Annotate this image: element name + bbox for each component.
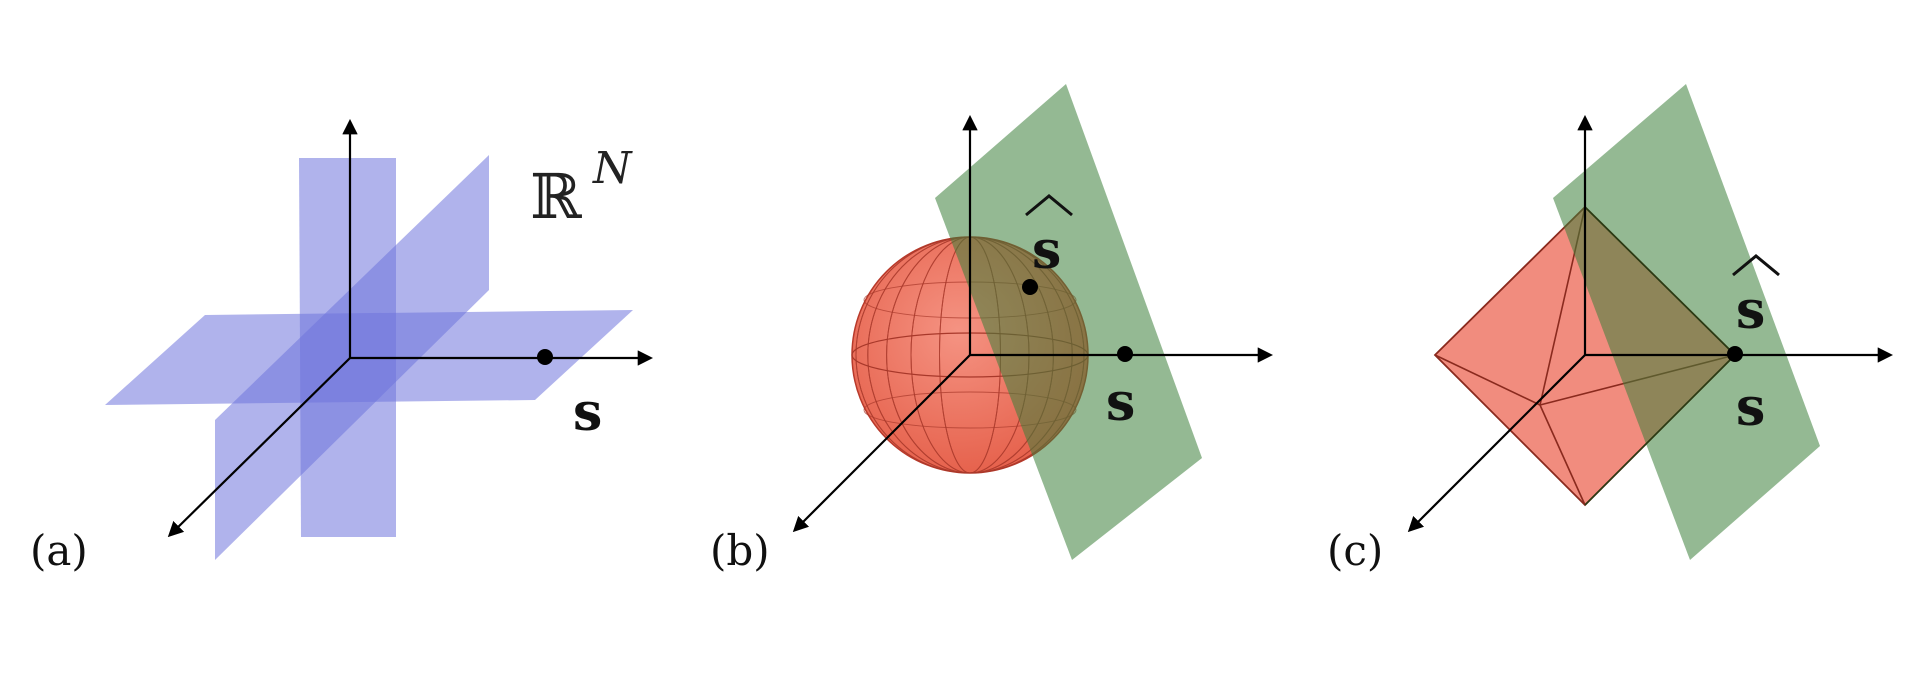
panel-label-b: (b): [710, 526, 770, 575]
solution-plane-b: [935, 84, 1202, 560]
point-s-label: s: [573, 382, 602, 443]
point-s-hat: [1022, 279, 1038, 295]
point-s: [537, 349, 553, 365]
panel-label-c: (c): [1327, 526, 1383, 575]
panel-c: s s (c): [1327, 84, 1894, 575]
space-symbol: ℝ: [530, 160, 582, 233]
point-s-label: s: [1736, 377, 1765, 438]
estimate-s-hat-label: s: [1736, 280, 1765, 341]
panel-label-a: (a): [30, 526, 88, 575]
space-exponent: N: [592, 143, 633, 194]
hat-accent: [1732, 254, 1780, 277]
octahedron-edges-behind-plane: [1584, 206, 1736, 506]
point-s: [1727, 346, 1743, 362]
axes-a: [167, 118, 654, 538]
hat-accent: [1025, 194, 1073, 217]
axis-depth: [792, 354, 971, 533]
point-s-label: s: [1106, 372, 1135, 433]
solution-plane-c: [1553, 84, 1820, 560]
panel-b: s s (b): [710, 84, 1274, 575]
panel-a: s ℝ N (a): [30, 118, 654, 575]
axis-depth: [1407, 354, 1586, 533]
point-s: [1117, 346, 1133, 362]
axis-depth: [167, 357, 351, 538]
estimate-s-hat-label: s: [1032, 220, 1061, 281]
